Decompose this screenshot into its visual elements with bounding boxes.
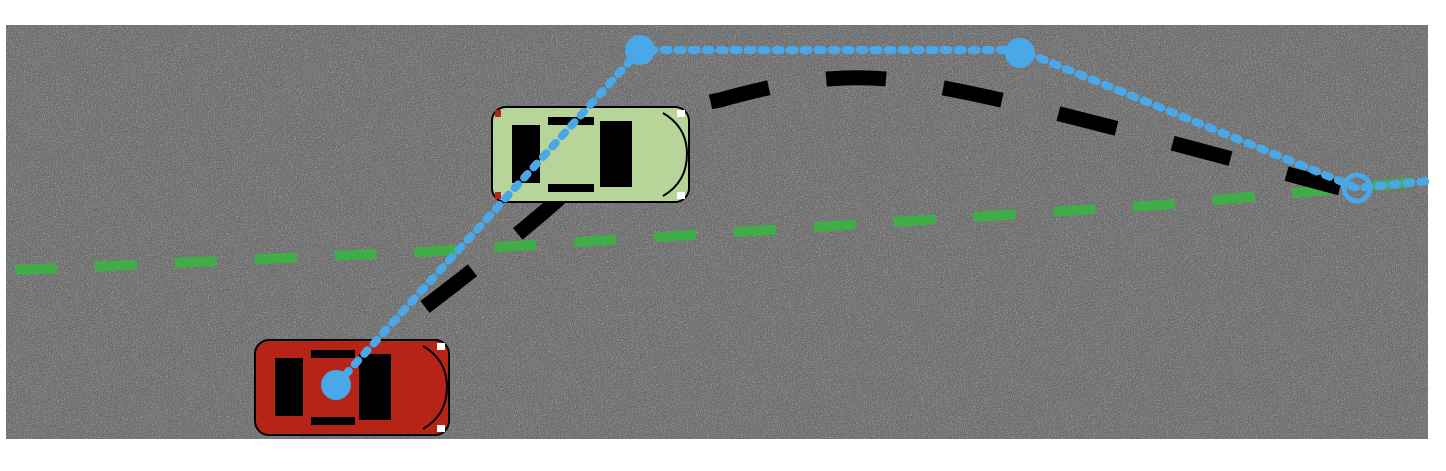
ego-car-headlight-left: [437, 343, 445, 350]
ego-car-rear-window: [275, 358, 303, 416]
waypoint-2: [625, 35, 655, 65]
ego-car-left-side-window: [311, 350, 355, 358]
lead-car-taillight-right: [495, 192, 501, 199]
ego-car-headlight-right: [437, 425, 445, 432]
ego-car-right-side-window: [311, 417, 355, 425]
ego-car-nose: [422, 345, 449, 430]
lead-car-headlight-left: [677, 110, 685, 117]
waypoint-start: [321, 370, 351, 400]
lead-car: [491, 106, 690, 203]
lead-car-right-side-window: [548, 184, 594, 192]
executed-path: [420, 70, 1342, 313]
lead-car-headlight-right: [677, 192, 685, 199]
lead-car-windshield: [600, 121, 632, 187]
waypoint-3: [1005, 38, 1035, 68]
road-surface: [6, 25, 1428, 439]
lane-center-line: [14, 176, 1429, 275]
ego-car-windshield: [359, 354, 391, 420]
ego-car-body: [254, 339, 450, 436]
lead-car-nose: [662, 112, 689, 197]
lead-car-taillight-left: [495, 110, 501, 117]
waypoint-goal: [1341, 172, 1373, 204]
ego-car: [254, 339, 450, 436]
